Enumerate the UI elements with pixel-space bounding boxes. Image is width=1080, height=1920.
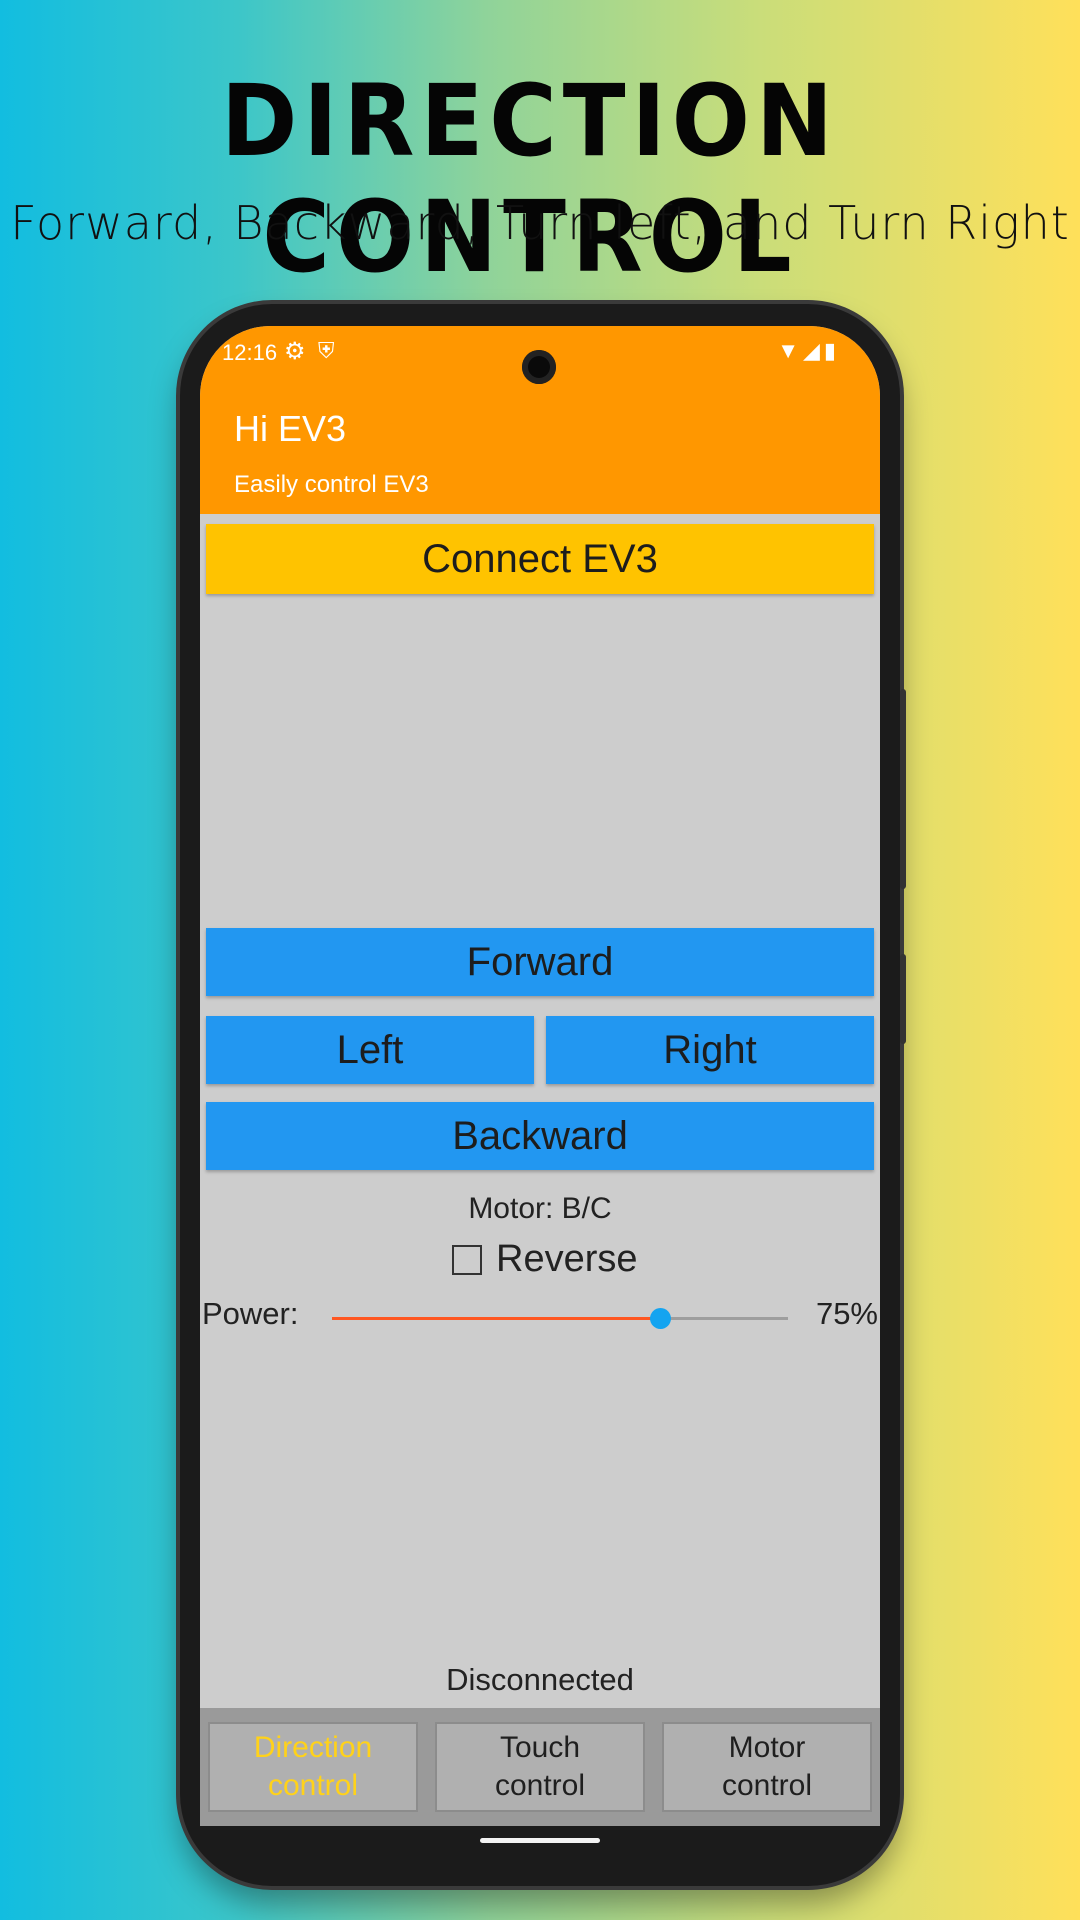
- backward-button[interactable]: Backward: [206, 1102, 874, 1170]
- bottom-tab-bar: Direction control Touch control Motor co…: [200, 1708, 880, 1826]
- power-slider[interactable]: [332, 1308, 788, 1329]
- app-header: Hi EV3 Easily control EV3: [200, 386, 880, 514]
- tab-touch-control[interactable]: Touch control: [435, 1722, 645, 1812]
- camera-punch-hole: [522, 350, 556, 384]
- right-button[interactable]: Right: [546, 1016, 874, 1084]
- promo-subtitle: Forward, Backward, Turn left, and Turn R…: [10, 196, 1070, 250]
- power-slider-fill: [332, 1317, 661, 1320]
- battery-icon: ▮: [823, 338, 840, 363]
- tab-motor-control[interactable]: Motor control: [662, 1722, 872, 1812]
- app-subtitle: Easily control EV3: [234, 471, 429, 498]
- signal-icon: ◢: [802, 338, 824, 363]
- app-title: Hi EV3: [234, 408, 347, 449]
- reverse-checkbox-row[interactable]: Reverse: [452, 1238, 638, 1281]
- connection-status: Disconnected: [446, 1662, 634, 1697]
- power-slider-thumb[interactable]: [650, 1308, 672, 1329]
- status-bar: 12:16 ⚙ ⛨ ▼◢▮: [200, 326, 880, 386]
- promo-title: DIRECTION CONTROL: [221, 63, 839, 295]
- reverse-label: Reverse: [496, 1238, 638, 1280]
- phone-frame: 12:16 ⚙ ⛨ ▼◢▮ Hi EV3 Easily control EV3 …: [180, 304, 906, 1886]
- power-side-button: [900, 689, 906, 889]
- power-label: Power:: [202, 1296, 299, 1331]
- motor-label: Motor: B/C: [468, 1192, 612, 1225]
- left-button[interactable]: Left: [206, 1016, 534, 1084]
- gear-icon: ⚙: [284, 338, 306, 365]
- phone-screen: 12:16 ⚙ ⛨ ▼◢▮ Hi EV3 Easily control EV3 …: [200, 326, 880, 1826]
- status-time: 12:16: [222, 340, 278, 365]
- volume-side-button: [900, 954, 906, 1044]
- wifi-icon: ▼: [777, 338, 803, 363]
- power-value: 75%: [815, 1296, 878, 1331]
- gesture-nav-handle[interactable]: [480, 1838, 600, 1843]
- connect-ev3-button[interactable]: Connect EV3: [206, 524, 874, 594]
- tab-direction-control[interactable]: Direction control: [208, 1722, 418, 1812]
- shield-icon: ⛨: [318, 338, 335, 363]
- reverse-checkbox[interactable]: [452, 1244, 482, 1275]
- forward-button[interactable]: Forward: [206, 928, 874, 996]
